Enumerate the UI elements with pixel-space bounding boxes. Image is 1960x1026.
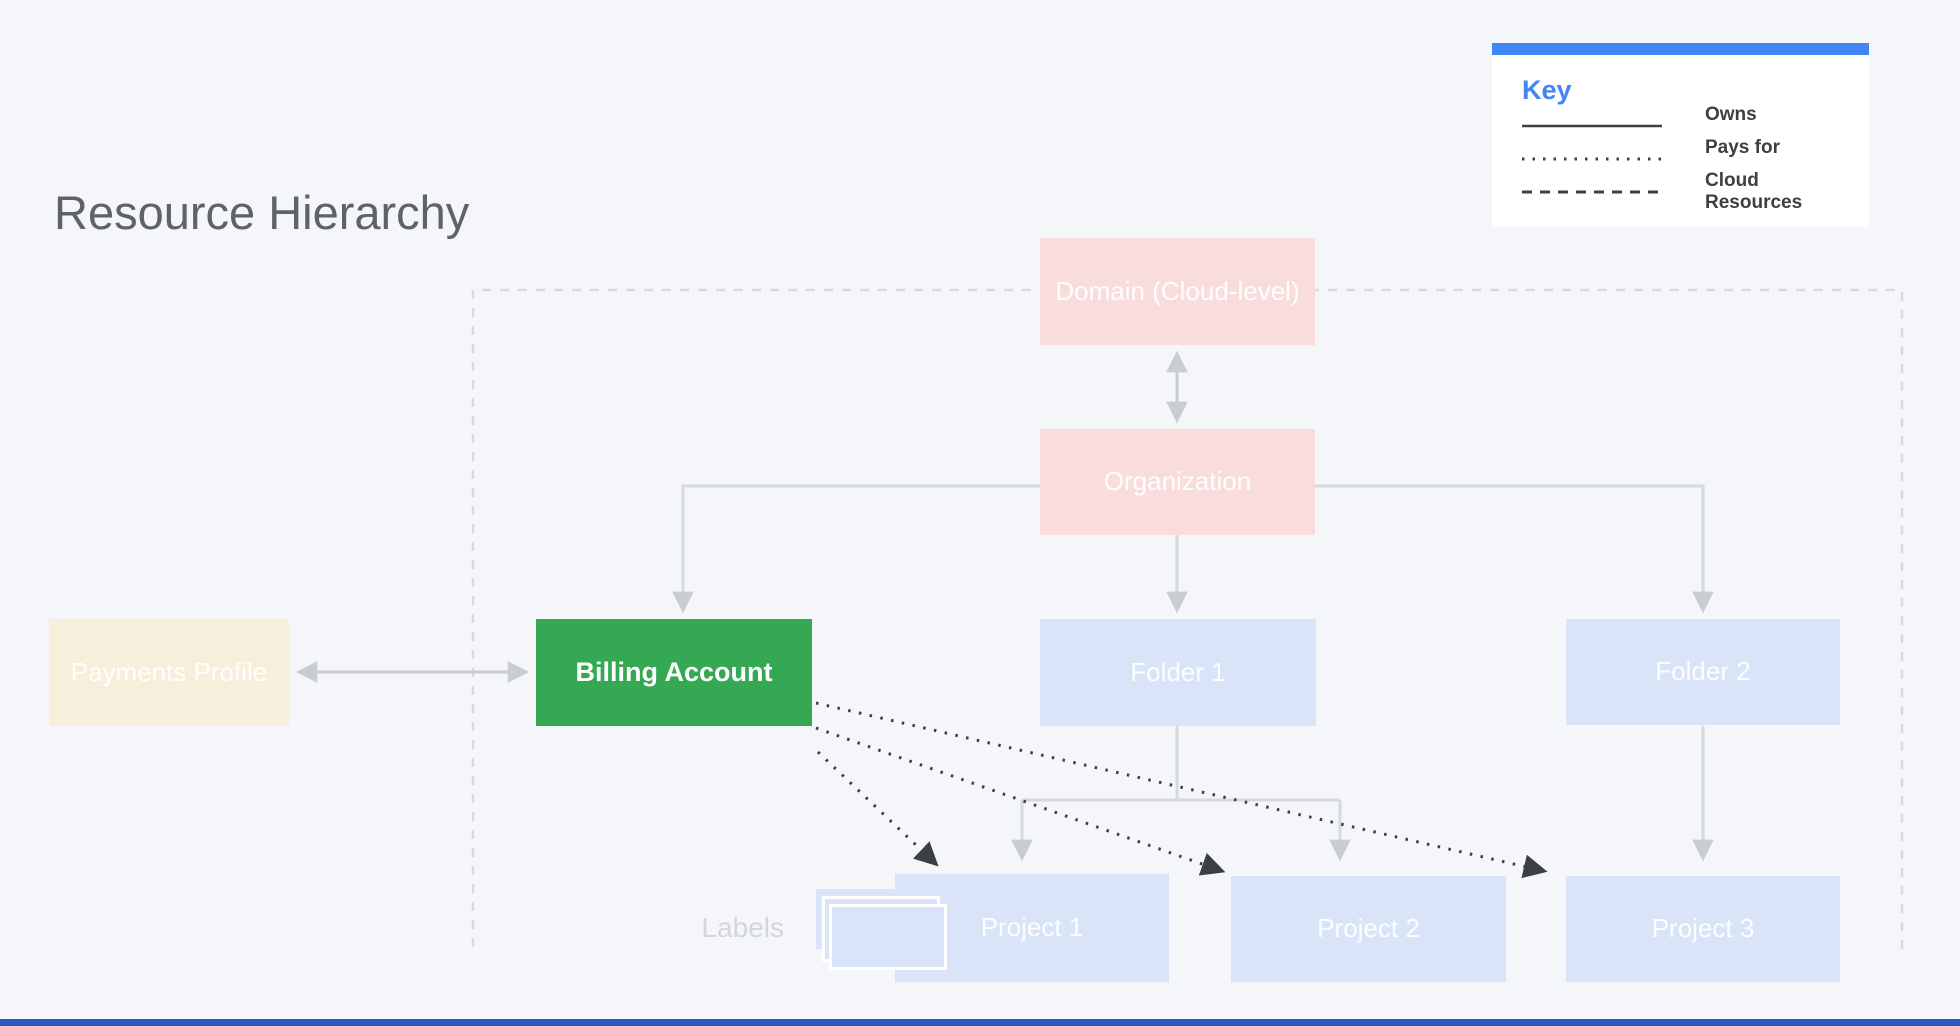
node-project-3-label: Project 3 [1651, 913, 1755, 944]
cloud-resources-line-sample [1522, 190, 1662, 194]
node-folder-1: Folder 1 [1040, 619, 1316, 726]
page-title: Resource Hierarchy [54, 186, 470, 239]
node-payments-profile: Payments Profile [49, 619, 289, 726]
organization-folder2-arrow [1315, 484, 1714, 614]
pays-for-line-sample [1522, 157, 1662, 161]
node-project-1-label: Project 1 [980, 912, 1084, 943]
node-folder-1-label: Folder 1 [1130, 656, 1226, 687]
node-payments-profile-label: Payments Profile [70, 656, 268, 687]
node-domain: Domain (Cloud-level) [1040, 238, 1315, 345]
labels-card-front [829, 904, 947, 970]
legend: Key Owns Pays for Cloud Resources [1492, 43, 1869, 227]
node-billing-account-label: Billing Account [575, 656, 773, 687]
node-project-2-label: Project 2 [1317, 913, 1420, 944]
legend-label-pays-for: Pays for [1705, 137, 1780, 158]
node-folder-2-label: Folder 2 [1655, 656, 1751, 687]
folder1-branch-line [1022, 726, 1340, 802]
node-domain-label: Domain (Cloud-level) [1055, 275, 1300, 306]
bottom-edge-bar [0, 1019, 1960, 1026]
node-organization: Organization [1040, 429, 1315, 535]
legend-label-cloud-resources: Cloud Resources [1705, 170, 1803, 213]
billing-project3-pays-arrow [815, 701, 1548, 879]
labels-caption: Labels [701, 912, 784, 943]
legend-body: Key Owns Pays for Cloud Resources [1492, 55, 1869, 227]
node-folder-2: Folder 2 [1566, 619, 1840, 725]
owns-line-sample [1522, 124, 1662, 128]
node-project-3: Project 3 [1566, 876, 1840, 982]
billing-project1-pays-arrow [816, 750, 939, 867]
legend-title: Key [1522, 75, 1572, 105]
legend-accent-bar [1492, 43, 1869, 55]
node-billing-account: Billing Account [536, 619, 812, 726]
billing-project2-pays-arrow [815, 726, 1226, 876]
node-organization-label: Organization [1103, 466, 1252, 497]
node-project-2: Project 2 [1231, 876, 1506, 982]
organization-billing-arrow [672, 484, 1040, 614]
legend-label-owns: Owns [1705, 104, 1757, 125]
